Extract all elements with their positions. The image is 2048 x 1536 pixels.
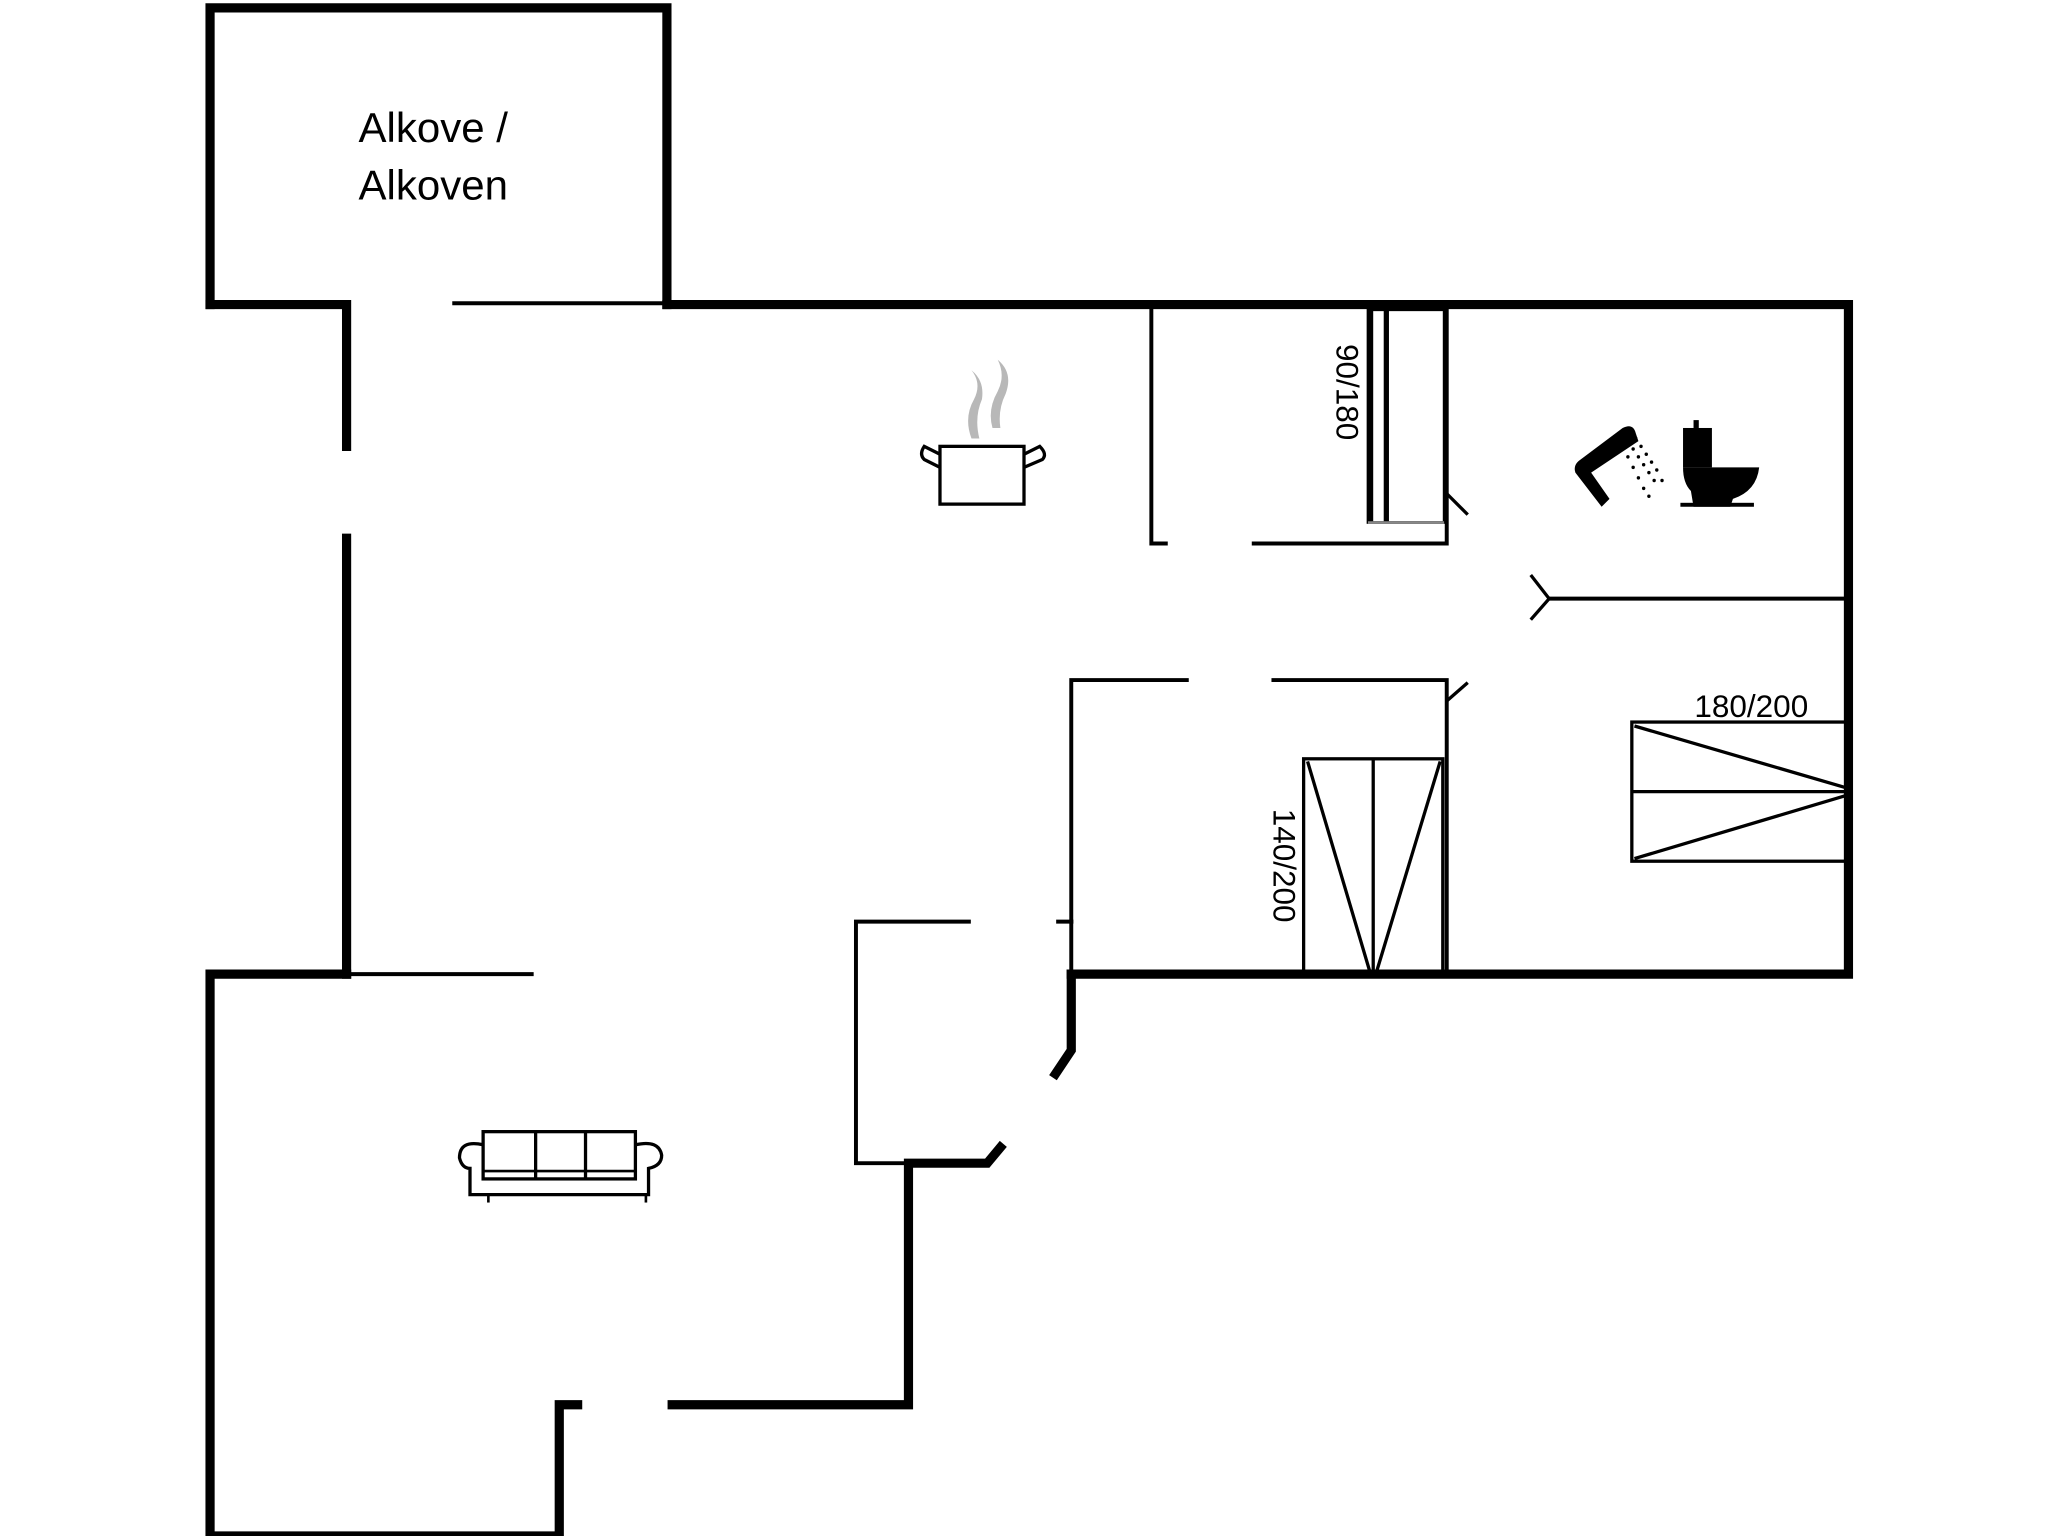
bed-double-2-size-label: 180/200 — [1694, 688, 1808, 724]
bed-double-1-size-label: 140/200 — [1266, 809, 1302, 923]
alcove-label-line2: Alkoven — [359, 162, 508, 209]
entrance-walls — [853, 919, 971, 1166]
wall-lower-left — [205, 969, 583, 1536]
outer-walls — [205, 299, 1854, 1536]
wall-lower-right — [667, 1140, 1007, 1410]
shower-icon — [1574, 426, 1664, 507]
bedroom-double-1: 140/200 — [1069, 678, 1469, 977]
bedroom-single-wall-right — [1251, 305, 1449, 546]
kitchen-pot-icon — [919, 359, 1047, 506]
door-swing-marker — [1445, 492, 1469, 516]
bedroom-single: 90/180 — [1149, 305, 1469, 546]
bed-single-frame — [1366, 308, 1446, 524]
wall-top-right — [662, 299, 1854, 979]
door-marker-bathroom — [1529, 574, 1552, 621]
sofa-icon — [457, 1130, 664, 1203]
alcove-walls — [205, 3, 672, 310]
alcove-room: Alkove / Alkoven — [205, 3, 672, 310]
bathroom — [1529, 420, 1848, 621]
bed-double-2 — [1630, 720, 1848, 863]
alcove-label-line1: Alkove / — [359, 104, 509, 151]
bedroom-single-wall-left — [1149, 305, 1168, 546]
bed-single-size-label: 90/180 — [1329, 344, 1365, 440]
door-swing-marker — [1445, 681, 1469, 703]
bed-double-1 — [1301, 757, 1445, 976]
wall-left-upper — [205, 299, 352, 451]
wall-entrance-door — [1049, 969, 1076, 1081]
bedroom-double-2: 180/200 — [1630, 688, 1848, 863]
entrance-room — [853, 919, 1074, 1166]
bed-single — [1366, 308, 1446, 524]
toilet-icon — [1680, 420, 1760, 507]
bedroom-double-1-wall-left — [1069, 678, 1189, 924]
bedroom-double-1-wall-right — [1271, 678, 1449, 977]
